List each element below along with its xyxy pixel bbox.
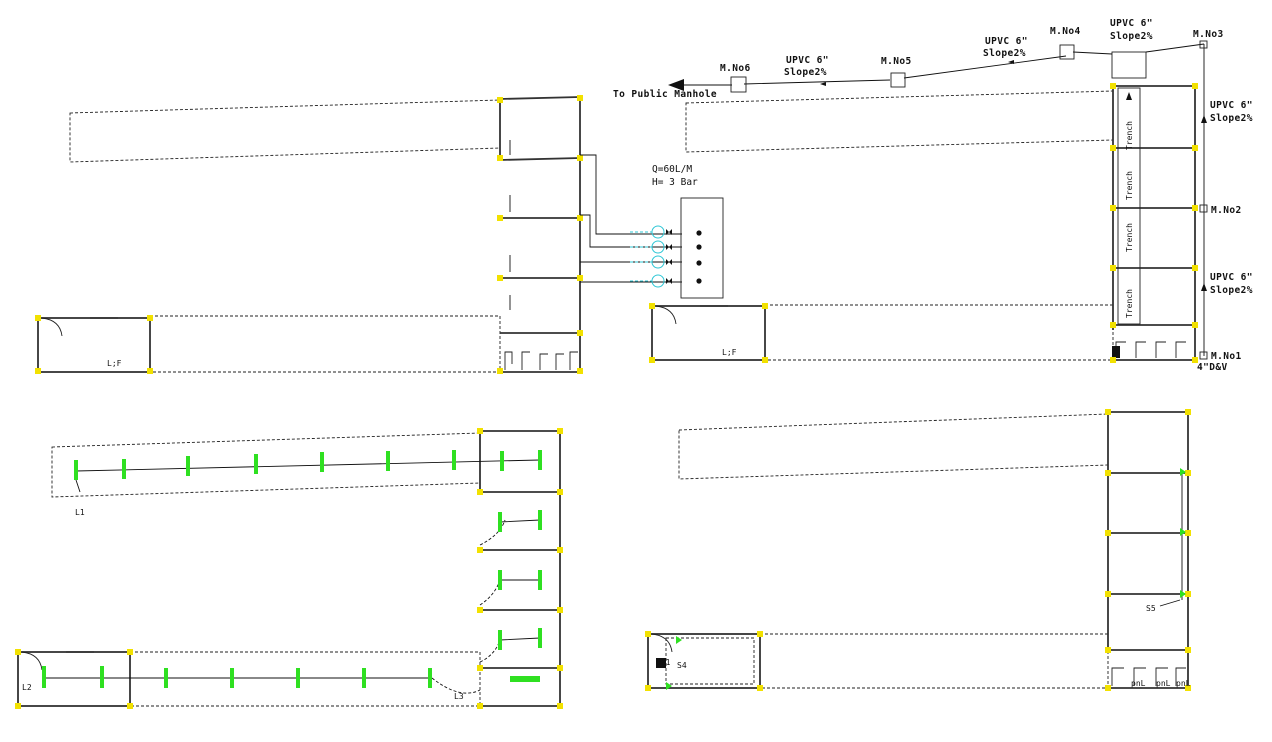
pipe-spec-label: UPVC 6" (985, 36, 1028, 47)
manhole-label: M.No3 (1193, 29, 1224, 40)
trench-label: Trench Trench Trench Trench (1125, 121, 1134, 318)
socket-label: S4 (677, 661, 687, 670)
svg-text:Trench: Trench (1125, 289, 1134, 318)
svg-text:Trench: Trench (1125, 171, 1134, 200)
pipe-spec-label: UPVC 6" (1110, 18, 1153, 29)
plan-water-supply: L;F (35, 95, 682, 374)
pnl-label: pnL (1131, 679, 1146, 688)
circuit-label: L2 (22, 683, 32, 692)
plan-power: DB1 S4 S5 pnL pnL pnL (645, 409, 1191, 691)
valve-icon (630, 225, 672, 288)
light-fixture-icon (42, 450, 542, 688)
stair-tag: L;F (722, 348, 737, 357)
slope-label: Slope2% (1110, 31, 1153, 42)
outlet-label: To Public Manhole (613, 89, 717, 100)
manhole-label: M.No1 (1211, 351, 1242, 362)
circuit-label: L3 (454, 692, 464, 701)
svg-text:Trench: Trench (1125, 121, 1134, 150)
socket-label: S5 (1146, 604, 1156, 613)
manhole-label: M.No4 (1050, 26, 1081, 37)
slope-label: Slope2% (983, 48, 1026, 59)
slope-label: Slope2% (1210, 285, 1253, 296)
distribution-board-label: DB1 (656, 658, 671, 667)
pipe-spec-label: UPVC 6" (1210, 272, 1253, 283)
svg-text:Trench: Trench (1125, 223, 1134, 252)
plan-drainage: L;F Trench Trench Trench Trench (613, 18, 1253, 373)
manhole-label: M.No2 (1211, 205, 1242, 216)
slope-label: Slope2% (1210, 113, 1253, 124)
circuit-label: L1 (75, 508, 85, 517)
manhole-label: M.No6 (720, 63, 751, 74)
pump-tank: Q=60L/M H= 3 Bar (630, 164, 724, 299)
pump-flow-label: Q=60L/M (652, 164, 692, 175)
pipe-spec-label: UPVC 6" (786, 55, 829, 66)
pump-head-label: H= 3 Bar (652, 177, 698, 188)
stair-tag: L;F (107, 359, 122, 368)
pnl-label: pnL (1176, 679, 1191, 688)
manhole-label: M.No5 (881, 56, 912, 67)
slope-label: Slope2% (784, 67, 827, 78)
pipe-spec-label: UPVC 6" (1210, 100, 1253, 111)
dv-label: 4"D&V (1197, 362, 1228, 373)
plan-lighting: L1 L2 L3 (15, 428, 563, 709)
pnl-label: pnL (1156, 679, 1171, 688)
